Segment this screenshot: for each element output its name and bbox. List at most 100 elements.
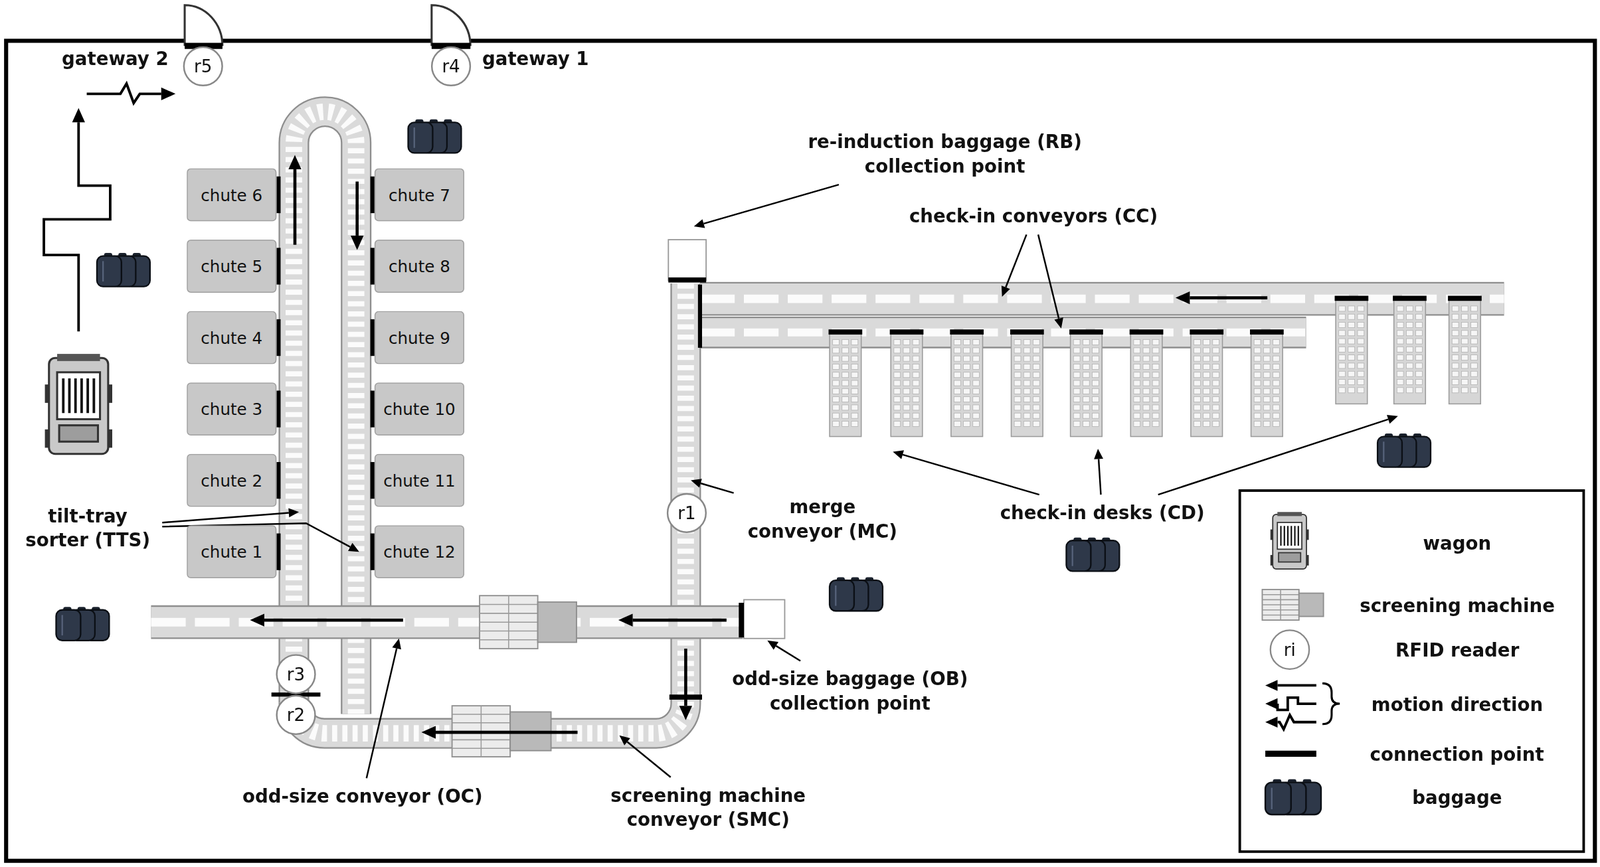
callout-label: ri	[1283, 638, 1296, 662]
callout-label: gateway 1	[482, 47, 590, 72]
leader-line-head	[1054, 317, 1063, 329]
desk-cell	[1406, 306, 1413, 312]
desk-cell	[1092, 363, 1100, 370]
desk-cell	[842, 380, 849, 386]
screening-grid-line	[452, 722, 511, 724]
desk-cell	[1082, 372, 1090, 378]
desk-cell	[1253, 413, 1261, 419]
desk-cell	[1023, 348, 1031, 354]
chute-label: chute 8	[388, 256, 451, 276]
desk-cell	[953, 355, 961, 362]
desk-cell	[903, 348, 910, 354]
callout-label: screening machine conveyor (SMC)	[601, 783, 816, 833]
wagon-bar	[1283, 526, 1286, 546]
desk-cell	[1396, 387, 1404, 394]
desk-cell	[953, 340, 961, 346]
leader-line-line	[626, 741, 671, 778]
desk-cell	[1133, 372, 1141, 378]
wireless-route-line	[87, 83, 162, 103]
desk-cell	[1470, 306, 1478, 312]
desk-cell	[973, 372, 980, 378]
rfid-reader-ring	[276, 696, 316, 735]
legend-label: connection point	[1370, 742, 1545, 767]
desk-cell	[1253, 380, 1261, 386]
connection-point	[1392, 296, 1427, 302]
desk-cell	[1014, 372, 1021, 378]
desk-cell	[1092, 348, 1100, 354]
legend-label: wagon	[1422, 531, 1492, 556]
desk-cell	[1272, 388, 1280, 394]
desk-cell	[1406, 314, 1413, 320]
desk-cell	[1338, 306, 1346, 312]
desk-cell	[1470, 338, 1478, 345]
desk-cell	[1073, 397, 1080, 403]
check-in-desk	[1335, 298, 1368, 405]
baggage-icon	[829, 577, 883, 612]
desk-cell	[1338, 314, 1346, 320]
legend-arrow-line	[1277, 698, 1317, 711]
desk-cell	[832, 355, 840, 362]
desk-cell	[912, 421, 920, 428]
desk-cell	[893, 340, 901, 346]
desk-cell	[1461, 387, 1468, 394]
desk-cell	[1194, 405, 1201, 411]
bag-seam	[1382, 441, 1385, 463]
desk-cell	[1194, 421, 1201, 428]
conveyor-belt	[700, 283, 1505, 315]
desk-cell	[973, 421, 980, 428]
desk-cell	[973, 397, 980, 403]
leader-line-line	[700, 483, 734, 494]
desk-cell	[1152, 421, 1159, 428]
wagon-bar	[1297, 526, 1300, 546]
desk-cell	[912, 348, 920, 354]
desk-cell	[851, 380, 859, 386]
desk-cell	[1451, 387, 1459, 394]
callout-label: re-induction baggage (RB) collection poi…	[791, 129, 1098, 179]
desk-cell	[1263, 363, 1270, 370]
desk-cell	[1152, 380, 1159, 386]
wireless-route-head	[161, 87, 177, 101]
connection-point	[738, 603, 744, 638]
desk-cell	[1272, 340, 1280, 346]
motion-arrow-head	[288, 155, 301, 171]
legend-label: RFID reader	[1395, 638, 1519, 663]
desk-cell	[1212, 388, 1220, 394]
connection-point	[276, 247, 281, 285]
desk-cell	[1023, 355, 1031, 362]
desk-cell	[1470, 322, 1478, 328]
leader-line-line	[775, 646, 801, 662]
desk-cell	[1416, 322, 1423, 328]
desk-cell	[912, 363, 920, 370]
desk-cell	[842, 397, 849, 403]
desk-cell	[1032, 405, 1040, 411]
desk-cell	[842, 421, 849, 428]
desk-cell	[1396, 379, 1404, 386]
desk-cell	[851, 340, 859, 346]
desk-cell	[1263, 405, 1270, 411]
desk-cell	[963, 413, 971, 419]
leader-line-line	[366, 648, 397, 780]
desk-cell	[953, 405, 961, 411]
desk-cell	[1133, 355, 1141, 362]
wagon-route-head	[72, 108, 86, 123]
desk-cell	[1461, 371, 1468, 377]
desk-cell	[1357, 338, 1365, 345]
motion-arrow-line	[355, 181, 359, 236]
desk-cell	[963, 388, 971, 394]
desk-cell	[1451, 330, 1459, 337]
legend-label: screening machine	[1359, 593, 1555, 618]
desk-cell	[1451, 322, 1459, 328]
callout-label: check-in desks (CD)	[1000, 500, 1205, 526]
desk-cell	[1032, 372, 1040, 378]
desk-cell	[912, 355, 920, 362]
wagon-bar	[1293, 526, 1296, 546]
desk-cell	[1014, 421, 1021, 428]
desk-cell	[1212, 397, 1220, 403]
chute-label: chute 6	[200, 185, 263, 205]
desk-cell	[1203, 372, 1211, 378]
leader-line-head	[619, 735, 631, 746]
desk-cell	[1032, 388, 1040, 394]
check-in-desk	[1011, 331, 1044, 437]
desk-cell	[1023, 405, 1031, 411]
